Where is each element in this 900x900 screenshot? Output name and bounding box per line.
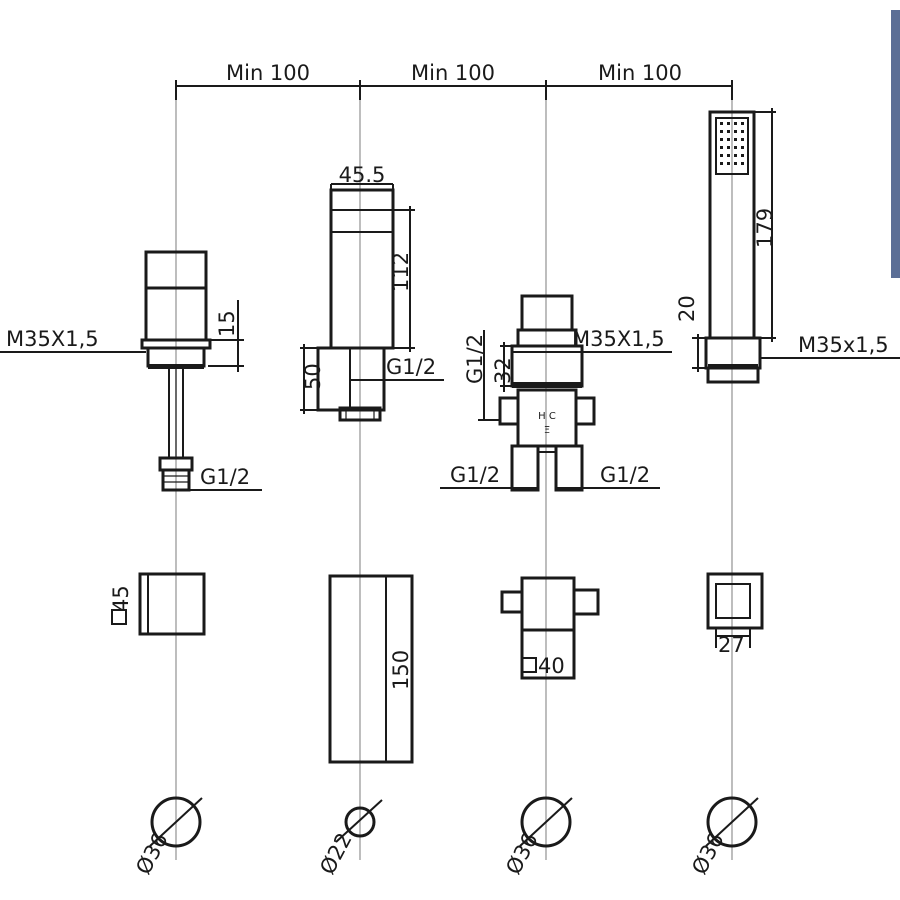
- spout-body-dim: 50: [301, 363, 325, 390]
- spacing-label-2: Min 100: [411, 61, 495, 85]
- diverter-plan: 40: [500, 576, 600, 680]
- handshower-holder-dim: 20: [675, 295, 699, 322]
- mixer-plan: 45: [109, 572, 206, 636]
- handshower-elevation: 179 20 M35x1,5: [675, 108, 900, 384]
- hole-4-label: Ø36: [687, 829, 729, 878]
- hole-2-label: Ø22: [315, 829, 357, 878]
- diverter-thread-label: M35X1,5: [572, 327, 665, 351]
- spacing-label-3: Min 100: [598, 61, 682, 85]
- mixer-inlet-label: G1/2: [200, 465, 250, 489]
- hole-3: Ø36: [501, 796, 573, 878]
- accent-bar: [891, 10, 900, 278]
- spacing-label-1: Min 100: [226, 61, 310, 85]
- spout-elevation: 45.5 112 50 G1/2: [300, 163, 444, 422]
- centre-axes: [175, 86, 733, 860]
- hole-2: Ø22: [315, 799, 383, 878]
- diverter-inlet-right-label: G1/2: [600, 463, 650, 487]
- spout-width-dim: 45.5: [339, 163, 386, 187]
- handshower-thread-label: M35x1,5: [798, 333, 889, 357]
- mixer-elevation: 15 M35X1,5 G1/2: [0, 250, 262, 492]
- mixer-thread-label: M35X1,5: [6, 327, 99, 351]
- diverter-symbol-mark: Ξ: [544, 425, 550, 436]
- mixer-plan-square-dim: 45: [109, 585, 133, 612]
- hole-1: Ø36: [131, 796, 203, 878]
- handshower-plan-width-dim: 27: [718, 633, 745, 657]
- spray-nozzles: [720, 122, 744, 165]
- spout-plan: 150: [328, 574, 414, 764]
- hole-3-label: Ø36: [501, 829, 543, 878]
- spacing-dimension: Min 100 Min 100 Min 100: [175, 61, 733, 100]
- spout-plan-length-dim: 150: [389, 650, 413, 690]
- diverter-g-vertical-label: G1/2: [463, 334, 487, 384]
- diverter-elevation: H C Ξ M35X1,5 32 G1/2 G1/2 G1/2: [440, 294, 672, 492]
- spout-height-dim: 112: [389, 252, 413, 292]
- handshower-plan: 27: [706, 572, 764, 657]
- diverter-inlet-left-label: G1/2: [450, 463, 500, 487]
- hole-1-label: Ø36: [131, 829, 173, 878]
- hole-4: Ø36: [687, 796, 759, 878]
- diverter-hc-mark: H C: [538, 411, 556, 422]
- spout-inlet-label: G1/2: [386, 355, 436, 379]
- mixer-collar-dim: 15: [215, 310, 239, 337]
- diverter-plan-square-dim: 40: [538, 654, 565, 678]
- diverter-height-dim: 32: [491, 357, 515, 384]
- handshower-length-dim: 179: [753, 208, 777, 248]
